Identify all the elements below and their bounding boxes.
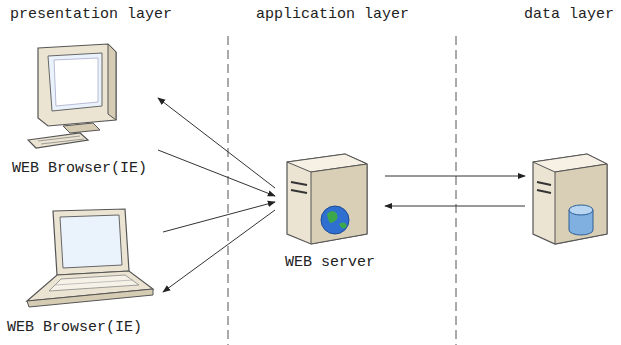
node-label: WEB Browser(IE) xyxy=(12,160,147,178)
browser-client: WEB Browser(IE) xyxy=(3,205,163,343)
desktop-icon xyxy=(8,40,158,152)
connector-arrow xyxy=(158,98,275,188)
connector-arrow xyxy=(163,210,275,292)
layer-title: presentation layer xyxy=(10,6,172,24)
server-icon xyxy=(275,148,385,248)
connector-arrow xyxy=(385,206,525,207)
web-server: WEB server xyxy=(275,148,385,278)
divider-line xyxy=(456,36,457,345)
layer-title: application layer xyxy=(256,6,409,24)
node-label: WEB Browser(IE) xyxy=(7,319,142,337)
connector-arrow xyxy=(158,150,275,196)
database-server-icon xyxy=(525,148,615,248)
connector-arrow xyxy=(163,202,275,232)
divider-line xyxy=(228,36,229,345)
layer-title: data layer xyxy=(524,6,614,24)
database-server xyxy=(525,148,615,248)
laptop-icon xyxy=(3,205,163,313)
browser-client: WEB Browser(IE) xyxy=(8,40,158,185)
node-label: WEB server xyxy=(285,254,375,272)
connector-arrow xyxy=(385,176,525,177)
